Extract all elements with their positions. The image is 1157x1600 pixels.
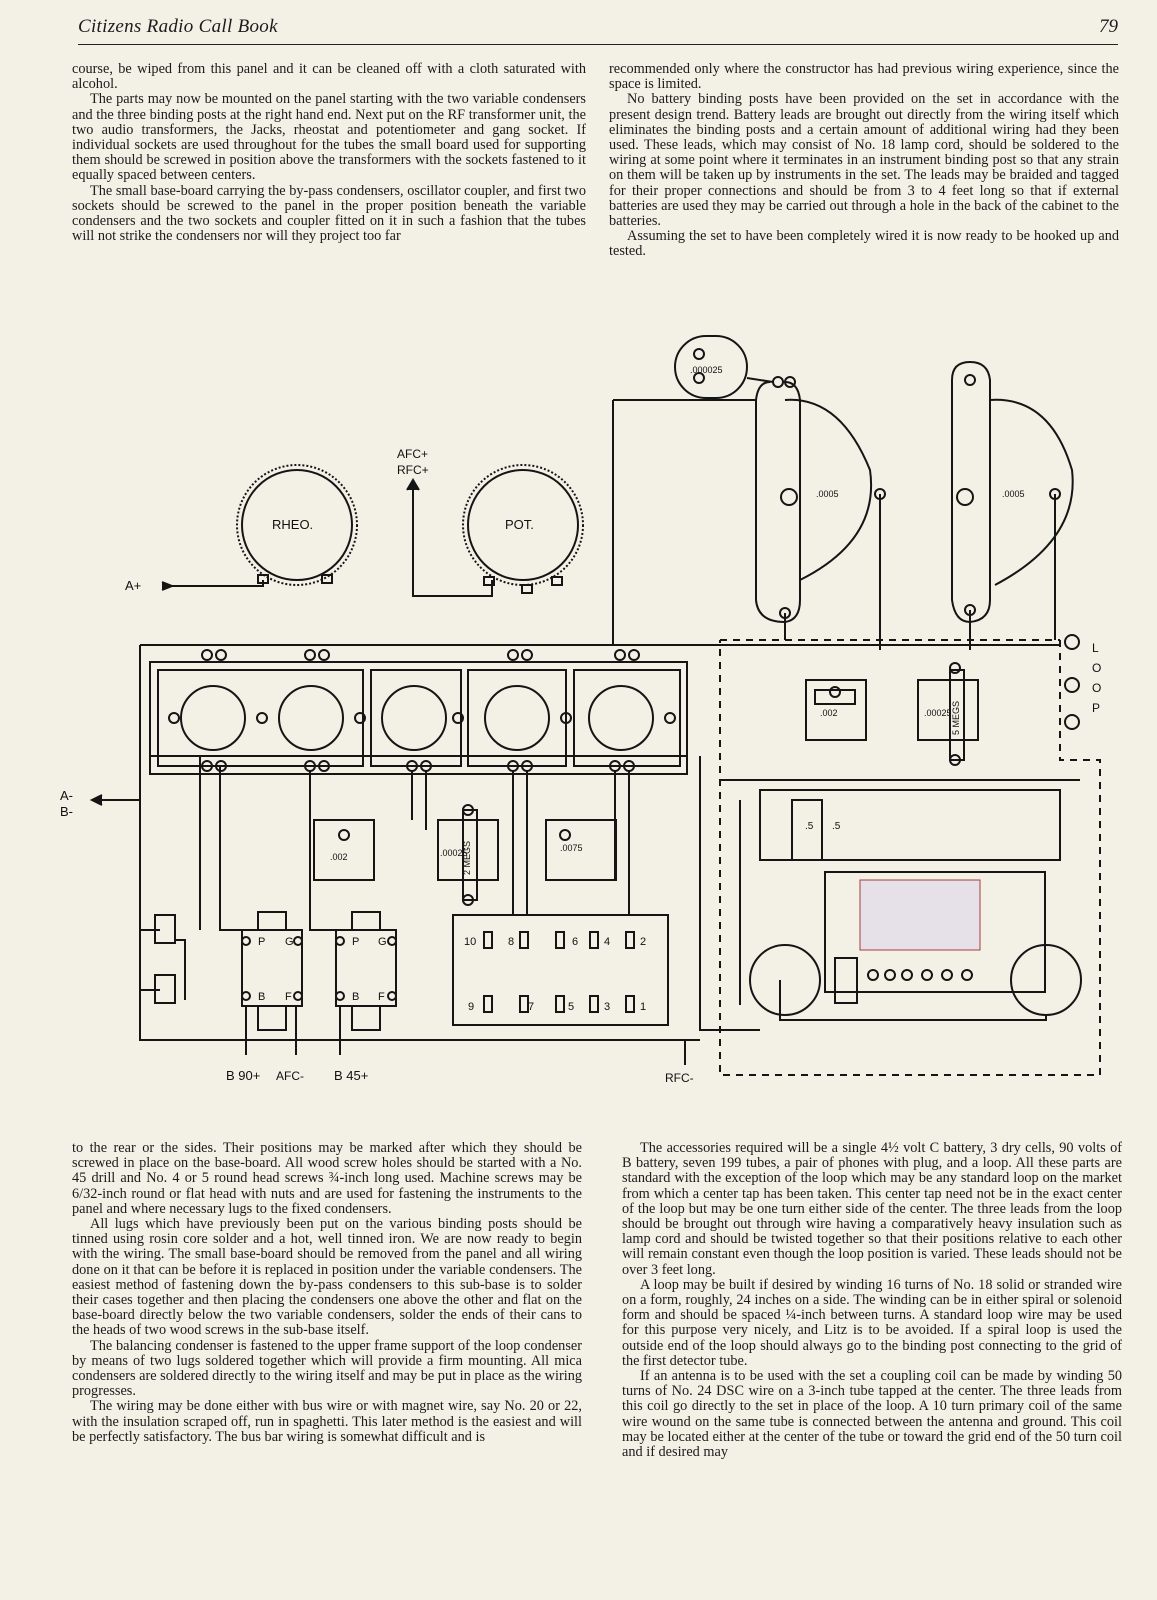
paragraph: The accessories required will be a singl…: [622, 1140, 1122, 1278]
right-bypass-condensers: .002 .00025 5 MEGS: [805, 662, 979, 766]
label-transformer-b: B: [352, 991, 359, 1003]
paragraph: The balancing condenser is fastened to t…: [72, 1337, 582, 1400]
label-pot: POT.: [505, 517, 534, 532]
potentiometer: POT.: [462, 464, 584, 594]
label-jack-2: 2: [640, 936, 646, 948]
label-cap-0075: .0075: [560, 843, 583, 853]
page-header: Citizens Radio Call Book 79: [78, 16, 1118, 46]
label-transformer-f: F: [285, 991, 292, 1003]
balancing-condenser: .000025: [674, 335, 796, 399]
label-transformer-p: P: [258, 936, 265, 948]
label-cap-var1: .0005: [816, 489, 839, 499]
paragraph: No battery binding posts have been provi…: [609, 91, 1119, 230]
header-rule: [78, 44, 1118, 45]
label-loop-o2: O: [1092, 681, 1101, 695]
audio-transformer-2: P G B F: [335, 911, 397, 1031]
label-afc-plus: AFC+: [397, 447, 428, 461]
label-cap-002-left: .002: [330, 852, 348, 862]
paragraph: The wiring may be done either with bus w…: [72, 1398, 582, 1445]
paragraph: Assuming the set to have been completely…: [609, 228, 1119, 260]
label-cap-00025-right: .00025: [924, 708, 952, 718]
label-cap-small: .000025: [690, 365, 723, 375]
running-title: Citizens Radio Call Book: [78, 16, 278, 37]
oscillator-coupler: .5 .5: [749, 789, 1082, 1016]
text-column-top-left: course, be wiped from this panel and it …: [72, 61, 586, 245]
paragraph: All lugs which have previously been put …: [72, 1216, 582, 1339]
label-transformer-b: B: [258, 991, 265, 1003]
label-b45: B 45+: [334, 1068, 368, 1083]
label-coupler-b: .5: [832, 821, 841, 832]
page-number: 79: [1099, 16, 1118, 37]
label-cap-00025-left: .00025: [440, 848, 468, 858]
label-jack-4: 4: [604, 936, 610, 948]
paragraph: If an antenna is to be used with the set…: [622, 1368, 1122, 1461]
label-jack-3: 3: [604, 1001, 610, 1013]
label-afc-minus: AFC-: [276, 1069, 304, 1083]
label-transformer-g: G: [378, 936, 387, 948]
text-column-top-right: recommended only where the constructor h…: [609, 61, 1119, 260]
tube-socket-board: [140, 644, 688, 775]
label-transformer-p: P: [352, 936, 359, 948]
jack-panel: 10 8 6 4 2 9 7 5 3 1: [452, 914, 669, 1026]
label-jack-6: 6: [572, 936, 578, 948]
label-jack-8: 8: [508, 936, 514, 948]
label-loop-p: P: [1092, 701, 1100, 715]
label-transformer-g: G: [285, 936, 294, 948]
label-loop-l: L: [1092, 641, 1099, 655]
label-jack-7: 7: [528, 1001, 534, 1013]
label-jack-10: 10: [464, 936, 476, 948]
label-b-minus: B-: [60, 804, 73, 819]
paragraph: course, be wiped from this panel and it …: [72, 61, 586, 93]
label-rfc-minus: RFC-: [665, 1071, 694, 1085]
label-rheo: RHEO.: [272, 517, 313, 532]
paragraph: A loop may be built if desired by windin…: [622, 1276, 1122, 1369]
label-coupler-a: .5: [805, 821, 814, 832]
label-a-plus: A+: [125, 578, 141, 593]
loop-binding-posts: L O O P: [1064, 634, 1101, 730]
label-cap-var2: .0005: [1002, 489, 1025, 499]
paragraph: The parts may now be mounted on the pane…: [72, 91, 586, 184]
wiring-diagram: .000025 .0005 .0005 RHEO. POT. AFC+ RFC+: [60, 335, 1101, 1085]
rheostat: RHEO.: [236, 464, 358, 586]
label-jack-9: 9: [468, 1001, 474, 1013]
label-b90: B 90+: [226, 1068, 260, 1083]
left-bypass-condensers: .002 .00025 2 MEGS .0075: [313, 804, 617, 906]
paragraph: to the rear or the sides. Their position…: [72, 1140, 582, 1217]
label-transformer-f: F: [378, 991, 385, 1003]
label-cap-002-right: .002: [820, 708, 838, 718]
label-a-minus: A-: [60, 788, 73, 803]
audio-transformer-1: P G B F: [241, 911, 303, 1031]
paragraph: recommended only where the constructor h…: [609, 61, 1119, 93]
label-megs-right: 5 MEGS: [951, 701, 961, 735]
label-jack-1: 1: [640, 1001, 646, 1013]
label-jack-5: 5: [568, 1001, 574, 1013]
label-rfc-plus: RFC+: [397, 463, 429, 477]
text-column-bottom-right: The accessories required will be a singl…: [622, 1140, 1122, 1461]
variable-condenser-1: .0005: [755, 381, 886, 624]
label-loop-o1: O: [1092, 661, 1101, 675]
paragraph: The small base-board carrying the by-pas…: [72, 182, 586, 245]
label-megs-left: 2 MEGS: [462, 841, 472, 875]
text-column-bottom-left: to the rear or the sides. Their position…: [72, 1140, 582, 1445]
